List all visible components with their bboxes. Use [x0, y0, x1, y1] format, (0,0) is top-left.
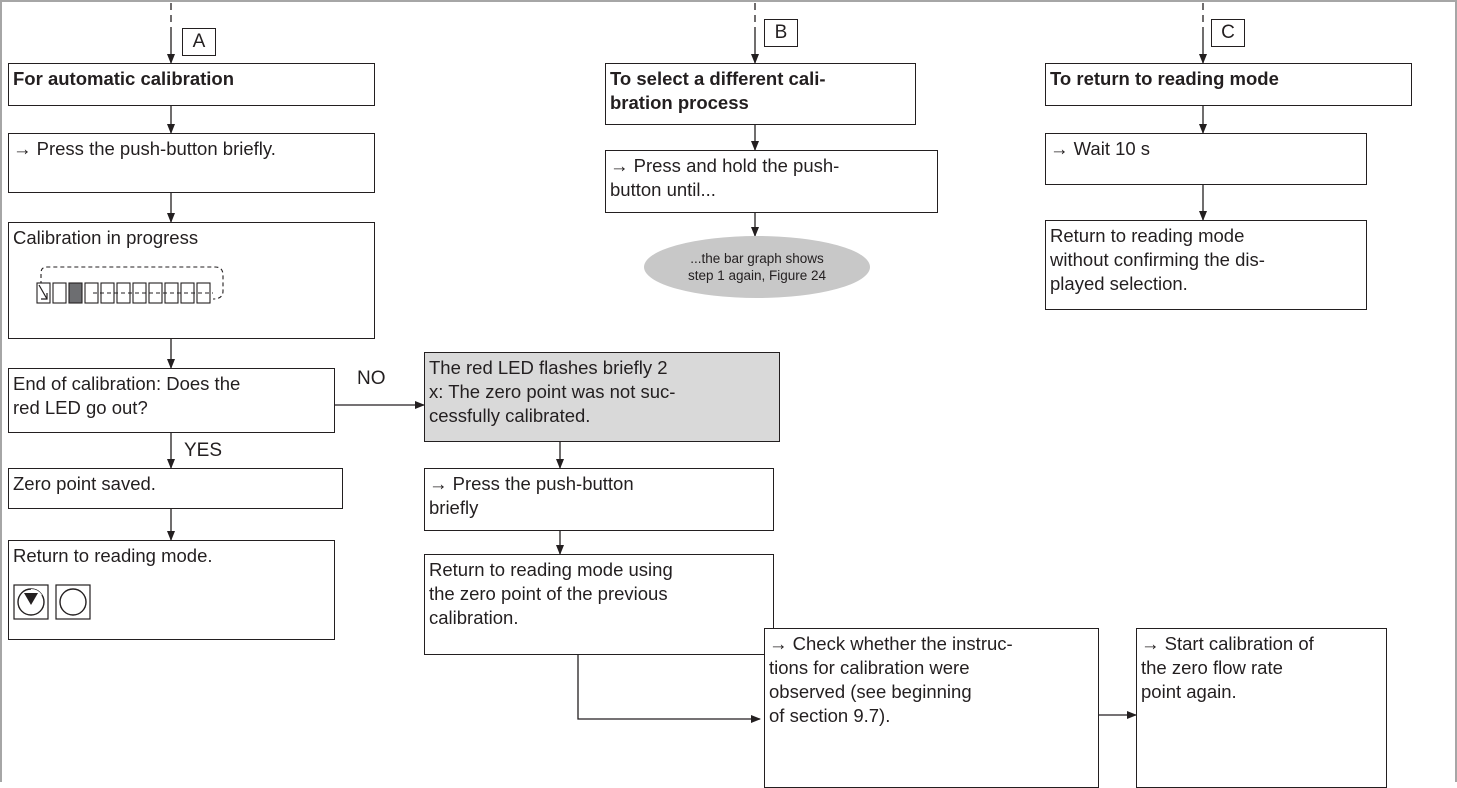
bar-graph-note-text: ...the bar graph shows step 1 again, Fig… [687, 251, 827, 283]
step-press-briefly: → Press the push-button briefly. [8, 133, 375, 193]
return-reading-text: Return to reading mode. [13, 545, 213, 566]
column-b-label: B [764, 19, 798, 47]
heading-a-text: For automatic calibration [13, 68, 235, 89]
step-restart-calibration: → Start calibration of the zero flow rat… [1136, 628, 1387, 788]
step-return-previous-zero: Return to reading mode using the zero po… [424, 554, 774, 655]
heading-c-text: To return to reading mode [1050, 68, 1279, 89]
arrow-glyph: → [610, 155, 629, 176]
wait-text: Wait 10 s [1073, 138, 1151, 159]
step-press-hold: → Press and hold the push- button until.… [605, 150, 938, 213]
step-check-instructions: → Check whether the instruc- tions for c… [764, 628, 1099, 788]
step-zero-saved: Zero point saved. [8, 468, 343, 509]
step-return-without-confirm: Return to reading mode without confirmin… [1045, 220, 1367, 310]
heading-different-calibration: To select a different cali- bration proc… [605, 63, 916, 125]
arrow-glyph: → [429, 473, 448, 494]
progress-text: Calibration in progress [13, 227, 199, 248]
step-press-briefly-again: → Press the push-button briefly [424, 468, 774, 531]
step-calibration-progress: Calibration in progress [8, 222, 375, 339]
branch-yes-label: YES [184, 440, 223, 461]
step-led-flashes: The red LED flashes briefly 2 x: The zer… [424, 352, 780, 442]
arrow-glyph: → [13, 138, 32, 159]
press-hold-text: Press and hold the push- button until... [610, 155, 840, 200]
branch-no-label: NO [357, 368, 386, 389]
arrow-glyph: → [1050, 138, 1069, 159]
column-a-label: A [182, 28, 216, 56]
step-led-question: End of calibration: Does the red LED go … [8, 368, 335, 433]
step-press-briefly-text: Press the push-button briefly. [36, 138, 276, 159]
heading-return-reading: To return to reading mode [1045, 63, 1412, 106]
return-previous-zero-text: Return to reading mode using the zero po… [429, 559, 673, 628]
step-wait: → Wait 10 s [1045, 133, 1367, 185]
led-question-text: End of calibration: Does the red LED go … [13, 373, 241, 418]
restart-calibration-text: Start calibration of the zero flow rate … [1141, 633, 1314, 702]
bar-graph-step1-note: ...the bar graph shows step 1 again, Fig… [644, 236, 870, 298]
arrow-f-check [577, 655, 761, 723]
led-flashes-text: The red LED flashes briefly 2 x: The zer… [429, 357, 676, 426]
press-briefly-again-text: Press the push-button briefly [429, 473, 634, 518]
heading-b-text: To select a different cali- bration proc… [610, 68, 826, 113]
check-instructions-text: Check whether the instruc- tions for cal… [769, 633, 1013, 726]
column-c-label: C [1211, 19, 1245, 47]
return-without-confirm-text: Return to reading mode without confirmin… [1050, 225, 1265, 294]
led-indicators-icon [13, 584, 91, 620]
arrow-glyph: → [769, 633, 788, 654]
step-return-reading: Return to reading mode. [8, 540, 335, 640]
arrow-glyph: → [1141, 633, 1160, 654]
zero-saved-text: Zero point saved. [13, 473, 156, 494]
bar-graph-icon [36, 266, 224, 304]
heading-automatic-calibration: For automatic calibration [8, 63, 375, 106]
